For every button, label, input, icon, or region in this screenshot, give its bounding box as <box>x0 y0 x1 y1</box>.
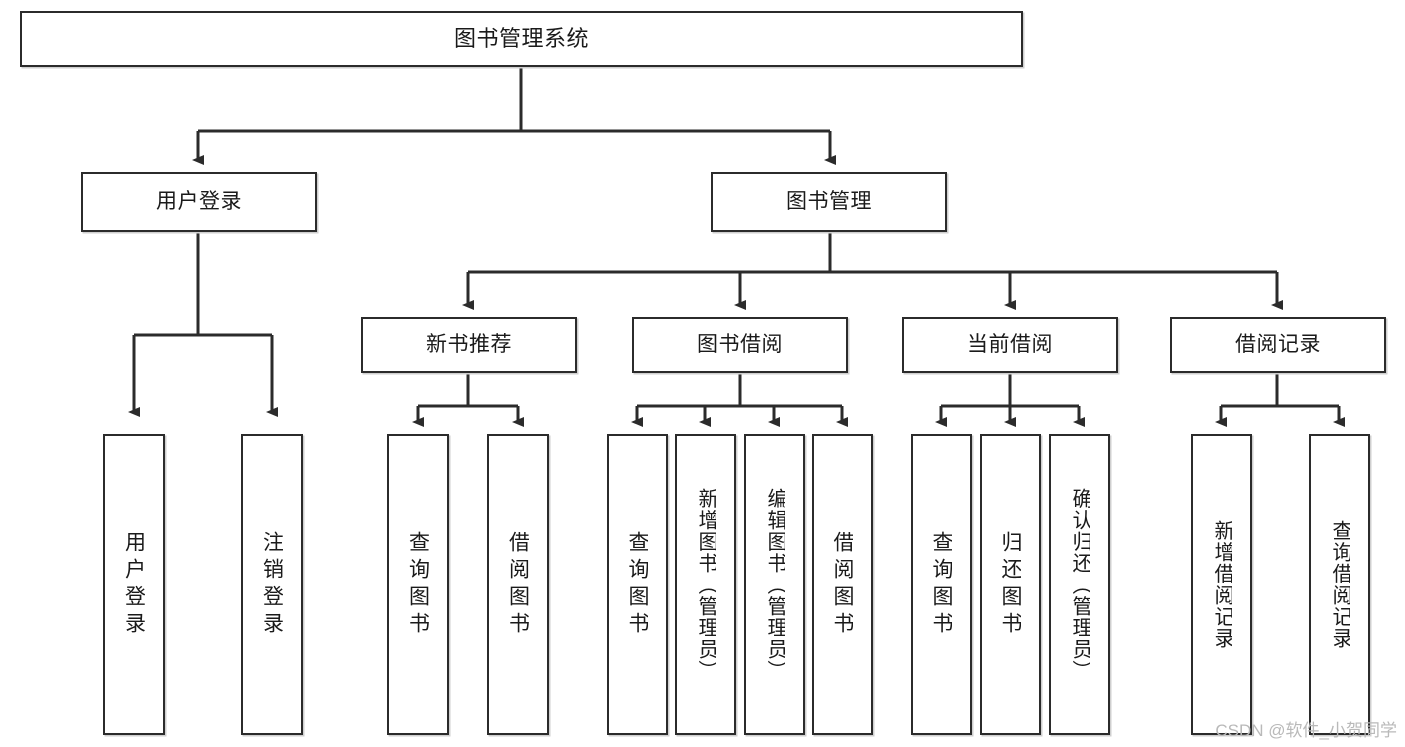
node-book-borrow[interactable]: 图书借阅 <box>632 317 848 373</box>
node-user-login[interactable]: 用户登录 <box>81 172 317 232</box>
leaf-current-borrow-confirm-return-admin[interactable]: 确认归还（管理员） <box>1049 434 1110 735</box>
node-label: 归还图书 <box>1000 530 1021 639</box>
node-label: 新书推荐 <box>426 332 512 356</box>
node-label: 图书管理 <box>786 189 872 213</box>
leaf-new-book-borrow-books[interactable]: 借阅图书 <box>487 434 549 735</box>
node-label: 当前借阅 <box>967 332 1053 356</box>
leaf-book-borrow-edit-book-admin[interactable]: 编辑图书（管理员） <box>744 434 805 735</box>
leaf-book-borrow-query-books[interactable]: 查询图书 <box>607 434 668 735</box>
node-label: 用户登录 <box>123 530 145 639</box>
leaf-book-borrow-add-book-admin[interactable]: 新增图书（管理员） <box>675 434 736 735</box>
watermark-text: CSDN @软件_小贺同学 <box>1215 721 1397 740</box>
node-label: 借阅记录 <box>1235 332 1321 356</box>
leaf-borrow-record-add-record[interactable]: 新增借阅记录 <box>1191 434 1252 735</box>
node-label: 查询借阅记录 <box>1329 520 1350 649</box>
node-label: 查询图书 <box>931 530 952 639</box>
node-label: 编辑图书（管理员） <box>764 487 785 682</box>
leaf-user-login-login[interactable]: 用户登录 <box>103 434 165 735</box>
node-label: 新增借阅记录 <box>1211 520 1232 649</box>
node-label: 借阅图书 <box>832 530 853 639</box>
node-label: 图书借阅 <box>697 332 783 356</box>
node-label: 用户登录 <box>156 189 242 213</box>
node-label: 注销登录 <box>261 530 283 639</box>
node-borrow-record[interactable]: 借阅记录 <box>1170 317 1386 373</box>
node-book-management[interactable]: 图书管理 <box>711 172 947 232</box>
node-label: 查询图书 <box>407 530 429 639</box>
leaf-borrow-record-query-record[interactable]: 查询借阅记录 <box>1309 434 1370 735</box>
node-label: 图书管理系统 <box>453 26 589 52</box>
node-label: 借阅图书 <box>507 530 529 639</box>
leaf-current-borrow-query-books[interactable]: 查询图书 <box>911 434 972 735</box>
leaf-book-borrow-borrow-books[interactable]: 借阅图书 <box>812 434 873 735</box>
leaf-user-login-logout[interactable]: 注销登录 <box>241 434 303 735</box>
node-label: 查询图书 <box>627 530 648 639</box>
node-label: 新增图书（管理员） <box>695 487 716 682</box>
node-new-book-recommend[interactable]: 新书推荐 <box>361 317 577 373</box>
leaf-new-book-query-books[interactable]: 查询图书 <box>387 434 449 735</box>
node-label: 确认归还（管理员） <box>1069 487 1090 682</box>
node-current-borrow[interactable]: 当前借阅 <box>902 317 1118 373</box>
node-root-book-management-system[interactable]: 图书管理系统 <box>20 11 1023 67</box>
leaf-current-borrow-return-books[interactable]: 归还图书 <box>980 434 1041 735</box>
